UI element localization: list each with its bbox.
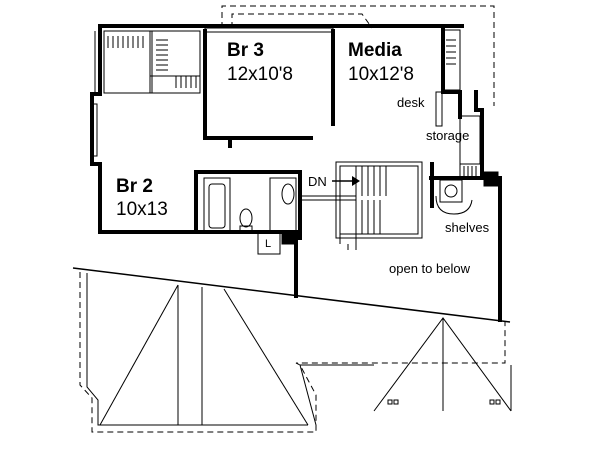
stairs bbox=[300, 161, 423, 250]
down-arrow-icon bbox=[332, 176, 360, 186]
closet-hatching bbox=[107, 36, 477, 176]
media-size: 10x12'8 bbox=[348, 64, 414, 85]
interior-details bbox=[91, 27, 499, 255]
upper-roof-outline bbox=[221, 5, 495, 106]
walls bbox=[90, 24, 502, 322]
br2-name: Br 2 bbox=[116, 176, 153, 197]
media-name: Media bbox=[348, 40, 402, 61]
storage-label: storage bbox=[426, 128, 469, 143]
lower-roof bbox=[72, 267, 512, 433]
br2-size: 10x13 bbox=[116, 199, 168, 220]
br3-size: 12x10'8 bbox=[227, 64, 293, 85]
br3-name: Br 3 bbox=[227, 40, 264, 61]
desk-label: desk bbox=[397, 95, 425, 110]
laundry-label: L bbox=[265, 238, 271, 250]
shelves-label: shelves bbox=[445, 220, 490, 235]
dn-label: DN bbox=[308, 174, 327, 189]
shelves-curve bbox=[435, 195, 473, 215]
open-to-below-label: open to below bbox=[389, 261, 471, 276]
